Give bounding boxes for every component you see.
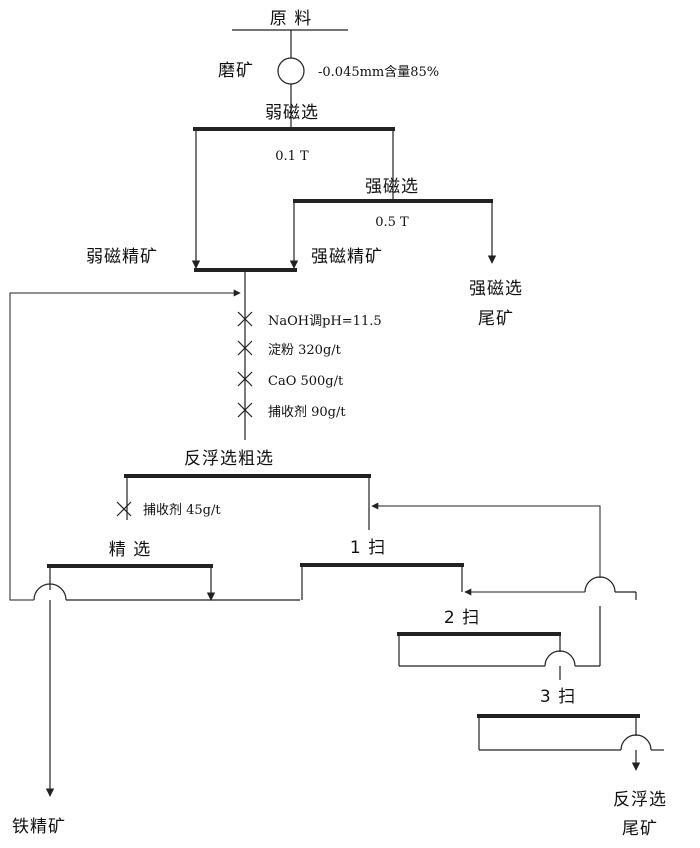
rougher-label: 反浮选粗选 [184, 449, 274, 469]
reagent-mark-1 [237, 311, 253, 327]
lims-separator-bar [193, 127, 395, 131]
cleaner-cell-bar [47, 564, 213, 568]
reagent-label-3: CaO 500g/t [268, 374, 344, 389]
reagent-mark-4 [237, 402, 253, 418]
flotation-tailings-label-2: 尾矿 [622, 819, 658, 839]
iron-concentrate-label: 铁精矿 [12, 817, 66, 837]
reagent-mark-3 [237, 371, 253, 387]
reagent-label-2: 淀粉 320g/t [268, 343, 342, 358]
flotation-tailings-label-1: 反浮选 [613, 790, 667, 810]
hims-tailings-label-2: 尾矿 [478, 309, 514, 329]
lims-field-label: 0.1 T [275, 149, 309, 164]
hims-tailings-label-1: 强磁选 [469, 279, 523, 299]
grinding-mill-symbol [277, 57, 305, 85]
middlings-return-line [9, 289, 241, 601]
scavenger-2-cell-bar [397, 632, 561, 636]
hims-concentrate-label: 强磁精矿 [311, 247, 383, 267]
hims-label: 强磁选 [365, 177, 419, 197]
hims-field-label: 0.5 T [375, 215, 409, 230]
rougher-cell-bar [124, 474, 371, 478]
raw-material-label: 原 料 [270, 9, 312, 29]
cleaner-label: 精 选 [109, 540, 151, 560]
reagent-label-4: 捕收剂 90g/t [268, 404, 346, 420]
scavenger-1-cell-bar [300, 563, 464, 567]
scavenger-3-label: 3 扫 [540, 687, 576, 707]
combine-bar [194, 268, 297, 272]
scavenger-1-label: 1 扫 [350, 538, 386, 558]
scavenger-loop-hop [584, 576, 616, 593]
cleaner-reagent-mark [116, 501, 132, 517]
scavenger-2-concentrate-return [371, 502, 601, 578]
grinding-label: 磨矿 [218, 61, 254, 81]
scavenger-3-cell-bar [477, 714, 640, 718]
lims-label: 弱磁选 [265, 103, 319, 123]
scavenger-3-tailings-hop [620, 734, 652, 751]
reagent-label-1: NaOH调pH=11.5 [268, 314, 382, 329]
cleaner-reagent-label: 捕收剂 45g/t [143, 502, 221, 518]
reagent-mark-2 [237, 340, 253, 356]
lims-concentrate-label: 弱磁精矿 [86, 247, 158, 267]
grind-spec-label: -0.045mm含量85% [318, 64, 439, 80]
scavenger-2-label: 2 扫 [444, 608, 480, 628]
scavenger-2-tailings-hop [544, 650, 576, 667]
hims-separator-bar [293, 199, 493, 203]
cleaner-concentrate-hop [33, 583, 67, 601]
